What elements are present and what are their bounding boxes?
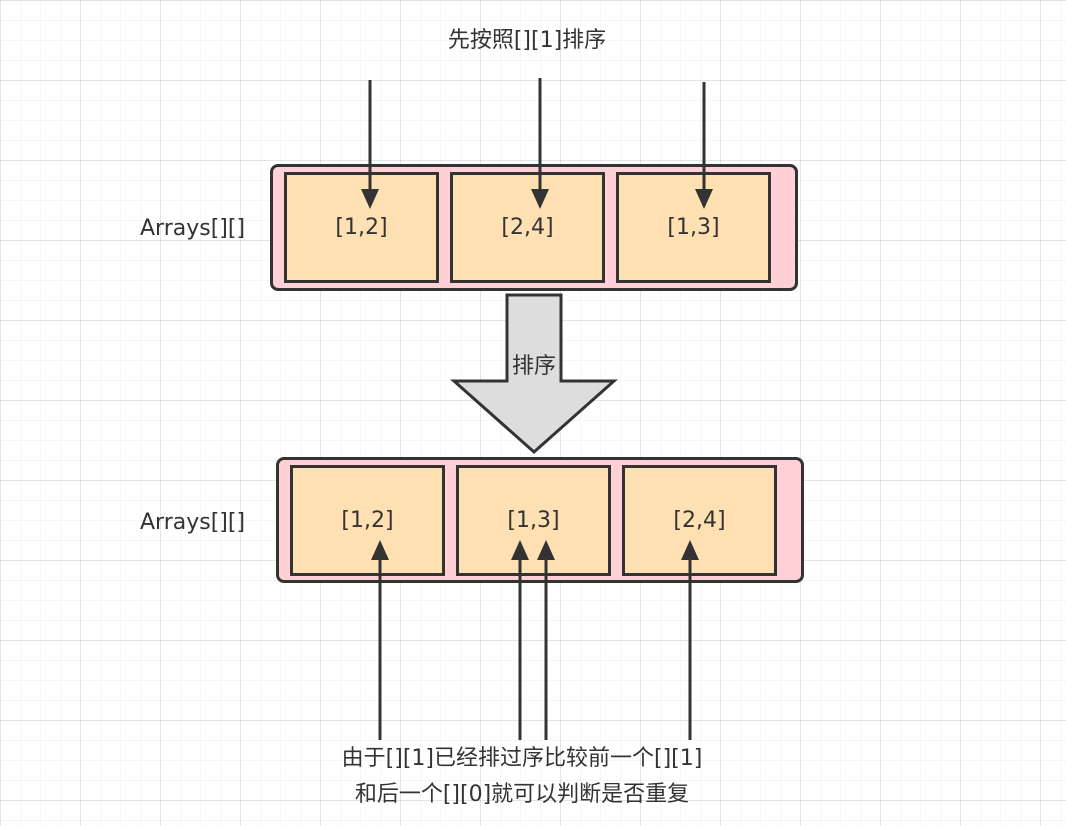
array-cell-after-1: [1,2] xyxy=(290,465,445,576)
sort-by-second-element-label: 先按照[][1]排序 xyxy=(447,28,607,53)
array-cell-before-3: [1,3] xyxy=(616,172,771,283)
array-cell-before-1: [1,2] xyxy=(284,172,439,283)
array-label-after: Arrays[][] xyxy=(140,510,246,535)
sort-transition-label: 排序 xyxy=(511,354,557,379)
bottom-pointer-arrows xyxy=(371,540,699,740)
array-cell-before-2: [2,4] xyxy=(450,172,605,283)
top-pointer-arrows xyxy=(361,78,713,209)
explanation-line-2: 和后一个[][0]就可以判断是否重复 xyxy=(354,782,690,807)
sort-transition-arrow xyxy=(450,293,618,455)
array-label-before: Arrays[][] xyxy=(140,216,246,241)
array-cell-after-2: [1,3] xyxy=(456,465,611,576)
explanation-line-1: 由于[][1]已经排过序比较前一个[][1] xyxy=(341,746,703,771)
array-cell-after-3: [2,4] xyxy=(622,465,777,576)
